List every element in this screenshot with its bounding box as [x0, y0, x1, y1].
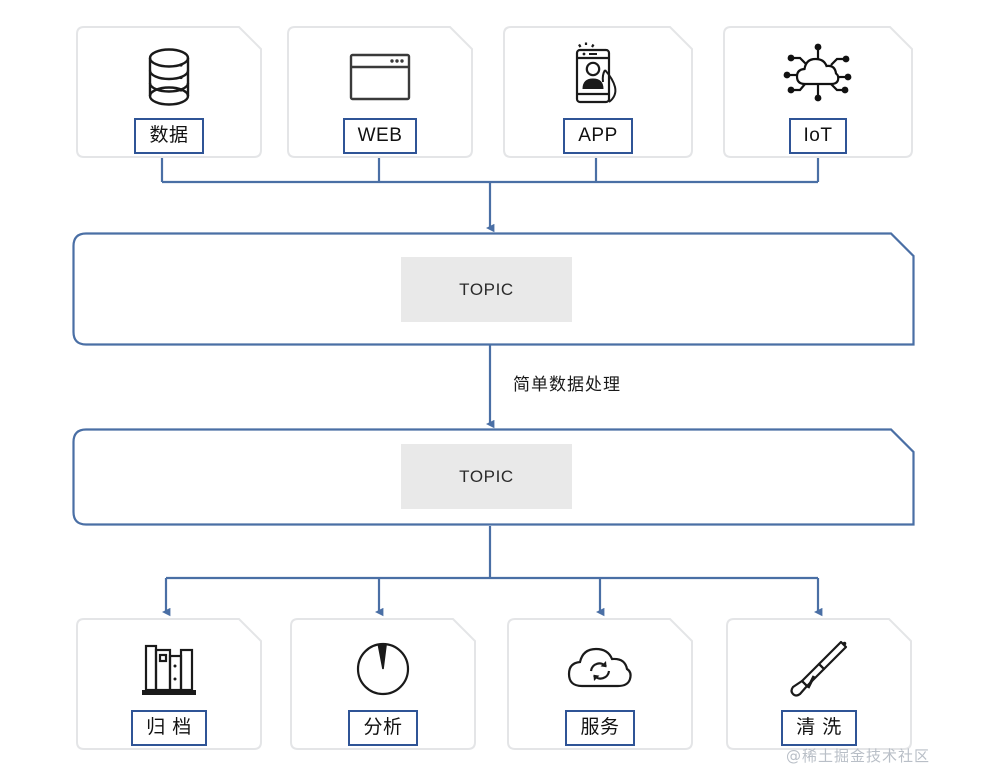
cloud-network-icon — [781, 42, 855, 112]
source-card-data[interactable]: 数据 — [76, 26, 262, 158]
books-archive-icon — [139, 634, 199, 704]
source-label-iot: IoT — [788, 118, 848, 154]
source-label-app: APP — [563, 118, 633, 154]
processed-topic-band[interactable]: TOPIC — [72, 428, 915, 526]
cloud-sync-icon — [563, 634, 637, 704]
card-outline — [290, 618, 476, 750]
topic-chip: TOPIC — [401, 444, 572, 509]
card-outline — [726, 618, 912, 750]
topic-chip-label: TOPIC — [459, 279, 514, 299]
source-card-iot[interactable]: IoT — [723, 26, 913, 158]
sink-card-cleaning[interactable]: 清 洗 — [726, 618, 912, 750]
ingest-topic-band[interactable]: TOPIC — [72, 232, 915, 346]
mobile-app-user-icon — [569, 42, 627, 112]
sink-label-service: 服务 — [565, 710, 635, 746]
card-outline — [503, 26, 693, 158]
sink-card-service[interactable]: 服务 — [507, 618, 693, 750]
source-label-web: WEB — [342, 118, 418, 154]
database-icon — [143, 42, 195, 112]
paint-brush-icon — [786, 634, 852, 704]
sink-label-cleaning: 清 洗 — [781, 710, 857, 746]
sink-label-archive: 归 档 — [131, 710, 207, 746]
watermark-text: @稀土掘金技术社区 — [786, 747, 931, 765]
browser-window-icon — [349, 42, 411, 112]
sink-card-archive[interactable]: 归 档 — [76, 618, 262, 750]
edge-label-simple-processing: 简单数据处理 — [513, 375, 621, 395]
source-card-web[interactable]: WEB — [287, 26, 473, 158]
card-outline — [287, 26, 473, 158]
topic-chip: TOPIC — [401, 257, 572, 322]
source-label-data: 数据 — [134, 118, 204, 154]
topic-chip-label: TOPIC — [459, 466, 514, 486]
pie-chart-icon — [354, 634, 412, 704]
source-card-app[interactable]: APP — [503, 26, 693, 158]
sink-label-analysis: 分析 — [348, 710, 418, 746]
sink-card-analysis[interactable]: 分析 — [290, 618, 476, 750]
